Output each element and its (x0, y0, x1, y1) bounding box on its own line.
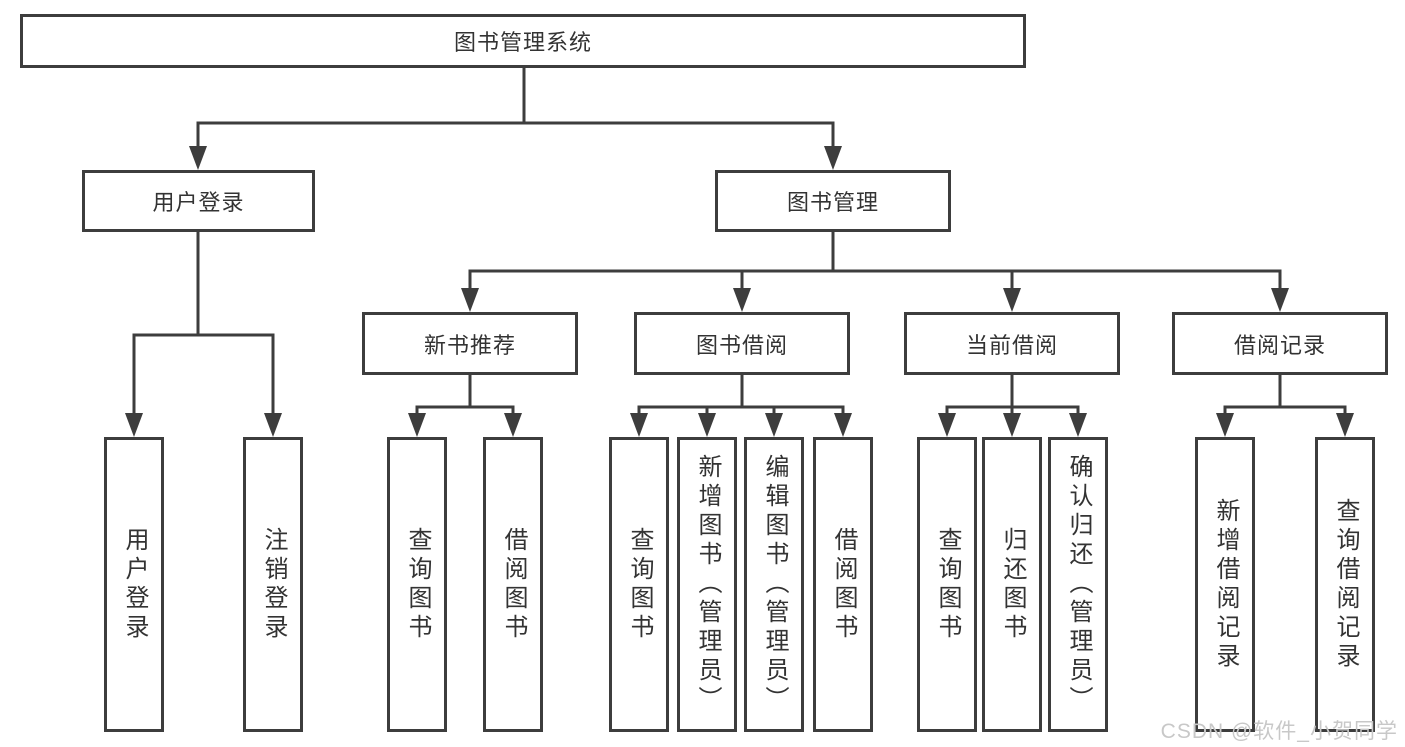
leaf-query-books-borrowing: 查询图书 (609, 437, 669, 732)
node-user-login: 用户登录 (82, 170, 315, 232)
node-borrow-records: 借阅记录 (1172, 312, 1388, 375)
leaf-confirm-return-admin: 确认归还（管理员） (1048, 437, 1108, 732)
leaf-edit-book-admin: 编辑图书（管理员） (744, 437, 804, 732)
leaf-logout: 注销登录 (243, 437, 303, 732)
leaf-query-books-recommend: 查询图书 (387, 437, 447, 732)
watermark: CSDN @软件_小贺同学 (1160, 720, 1398, 743)
leaf-add-borrow-record: 新增借阅记录 (1195, 437, 1255, 732)
leaf-user-login: 用户登录 (104, 437, 164, 732)
leaf-return-books: 归还图书 (982, 437, 1042, 732)
node-book-borrowing: 图书借阅 (634, 312, 850, 375)
node-current-borrowing: 当前借阅 (904, 312, 1120, 375)
leaf-query-borrow-record: 查询借阅记录 (1315, 437, 1375, 732)
leaf-query-books-current: 查询图书 (917, 437, 977, 732)
node-library-management-system: 图书管理系统 (20, 14, 1026, 68)
leaf-borrow-books-recommend: 借阅图书 (483, 437, 543, 732)
leaf-add-book-admin: 新增图书（管理员） (677, 437, 737, 732)
node-book-management: 图书管理 (715, 170, 951, 232)
leaf-borrow-books-borrowing: 借阅图书 (813, 437, 873, 732)
node-new-book-recommend: 新书推荐 (362, 312, 578, 375)
